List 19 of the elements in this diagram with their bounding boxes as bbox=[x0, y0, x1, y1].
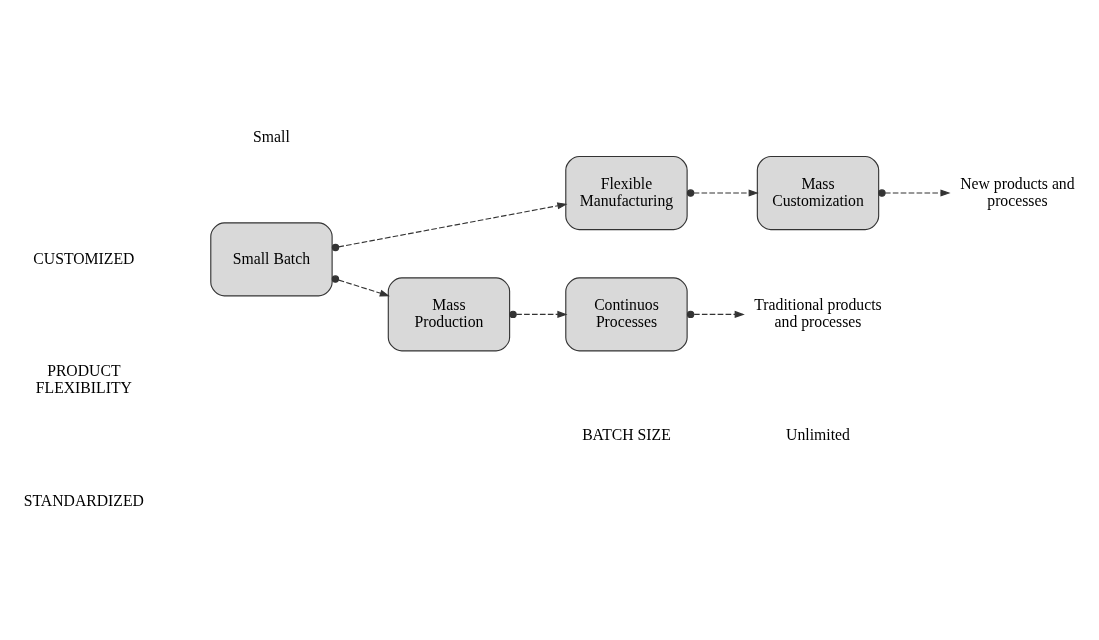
node-box: Mass Customization bbox=[756, 156, 880, 231]
node-box: Continuos Processes bbox=[565, 277, 688, 352]
label: Small bbox=[253, 128, 290, 146]
node-box: Flexible Manufacturing bbox=[565, 156, 688, 231]
label: STANDARDIZED bbox=[23, 492, 144, 510]
node-text: Traditional products and processes bbox=[754, 296, 882, 330]
label: PRODUCT FLEXIBILITY bbox=[35, 362, 132, 397]
arrow bbox=[686, 189, 759, 197]
arrow bbox=[509, 310, 568, 319]
arrow bbox=[878, 189, 951, 197]
label: BATCH SIZE bbox=[582, 425, 671, 443]
arrow bbox=[331, 202, 568, 252]
arrow bbox=[686, 310, 745, 319]
arrow bbox=[331, 275, 390, 297]
node-text: New products and processes bbox=[960, 174, 1075, 209]
node-box: Mass Production bbox=[387, 277, 511, 352]
label: Unlimited bbox=[786, 425, 850, 443]
node-box: Small Batch bbox=[210, 222, 333, 297]
label: CUSTOMIZED bbox=[33, 249, 135, 267]
